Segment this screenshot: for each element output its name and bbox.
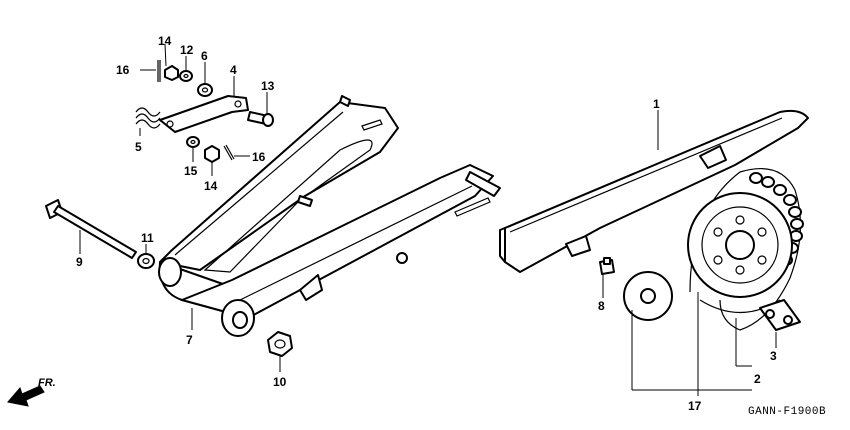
callout-1: 1 <box>653 97 660 111</box>
washer-6 <box>197 83 213 97</box>
washer-12 <box>179 70 193 82</box>
cotter-pin-16-bottom <box>223 144 235 161</box>
callout-3: 3 <box>770 349 777 363</box>
callout-14-top: 14 <box>158 34 172 48</box>
callout-11: 11 <box>141 231 154 245</box>
chain-case <box>499 109 809 273</box>
callout-8: 8 <box>598 299 605 313</box>
callout-5: 5 <box>135 140 142 154</box>
bracket-4 <box>159 95 249 133</box>
swing-arm <box>158 95 501 337</box>
bolt-13 <box>247 111 274 127</box>
leader-lines <box>79 43 777 396</box>
cotter-pin-16-top <box>157 60 161 82</box>
callout-7: 7 <box>186 333 193 347</box>
nut-10 <box>267 331 293 357</box>
spring-5 <box>135 107 161 129</box>
callouts: 14 12 6 4 13 16 5 15 14 16 9 11 7 10 8 1… <box>76 34 777 413</box>
callout-9: 9 <box>76 255 83 269</box>
callout-2: 2 <box>754 372 761 386</box>
callout-17: 17 <box>688 399 702 413</box>
pivot-bolt <box>45 199 137 259</box>
callout-12: 12 <box>180 43 194 57</box>
callout-4: 4 <box>230 63 237 77</box>
drive-sprocket <box>623 271 673 321</box>
callout-16-top: 16 <box>116 63 130 77</box>
callout-15: 15 <box>184 164 198 178</box>
washer-15 <box>186 136 200 148</box>
master-link <box>759 299 801 331</box>
callout-6: 6 <box>201 49 208 63</box>
drawing-code: GANN-F1900B <box>748 406 826 418</box>
callout-14-bottom: 14 <box>204 179 218 193</box>
callout-10: 10 <box>273 375 287 389</box>
callout-16-bottom: 16 <box>252 150 266 164</box>
washer-11 <box>137 253 155 269</box>
direction-label: FR. <box>38 377 56 389</box>
front-direction-arrow: FR. <box>7 377 56 407</box>
driven-sprocket <box>687 192 793 298</box>
bolt-8 <box>599 257 615 275</box>
callout-13: 13 <box>261 79 275 93</box>
nut-14-bottom <box>204 145 220 163</box>
nut-14-top <box>164 65 179 81</box>
